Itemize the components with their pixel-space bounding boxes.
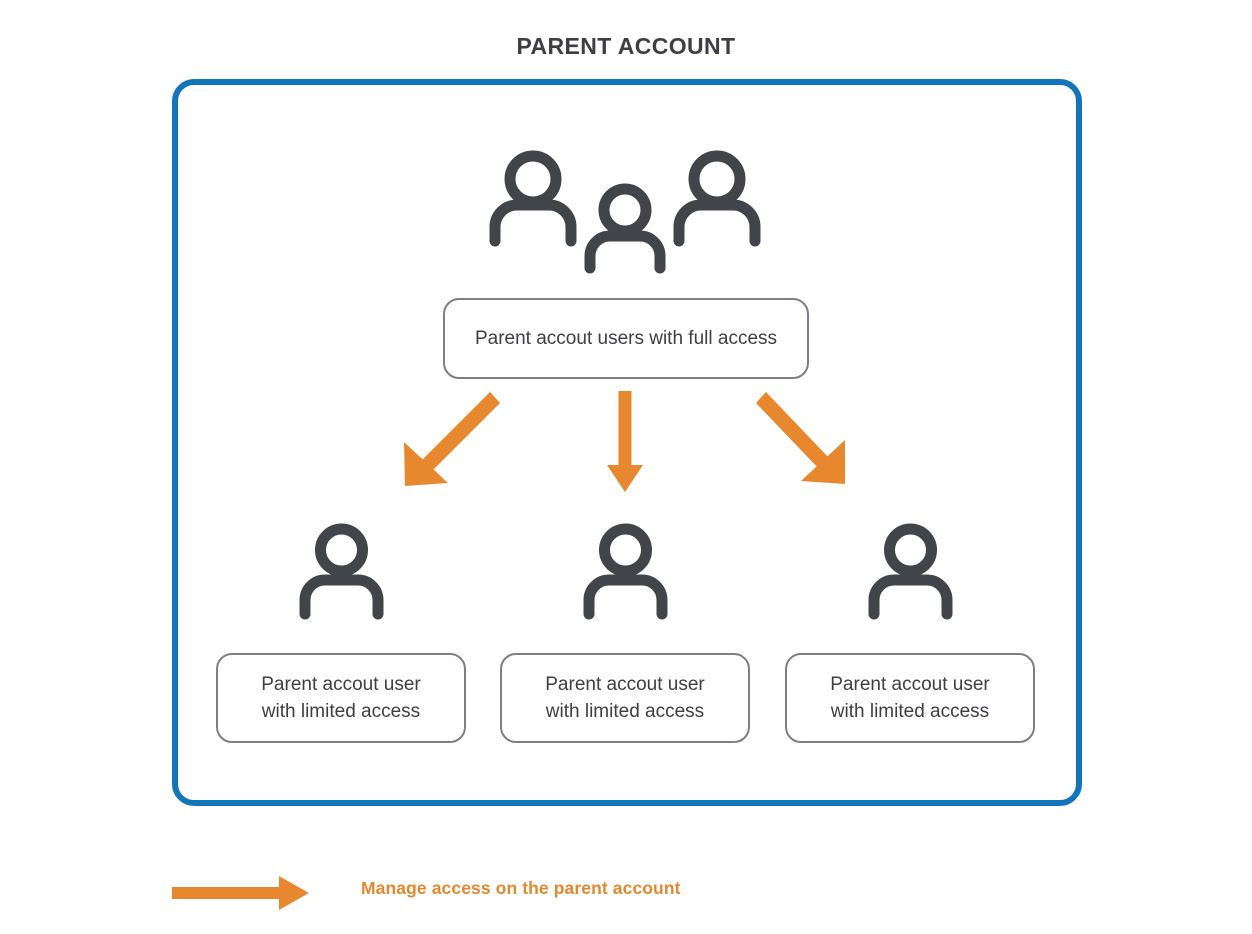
legend-label: Manage access on the parent account: [361, 878, 681, 898]
child-label-box-2: Parent accout user with limited access: [500, 653, 750, 743]
page-title: PARENT ACCOUNT: [516, 33, 736, 59]
child-label-line1: Parent accout user: [261, 674, 421, 695]
child-label-line1: Parent accout user: [830, 674, 990, 695]
child-label-text-3: Parent accout user with limited access: [830, 671, 989, 725]
legend: Manage access on the parent account: [172, 866, 872, 918]
person-icon: [583, 523, 668, 620]
root-label-text: Parent accout users with full access: [474, 327, 778, 349]
arrow-to-child-3: [756, 392, 845, 484]
child-label-text-2: Parent accout user with limited access: [545, 671, 704, 725]
child-label-line2: with limited access: [261, 701, 421, 722]
child-label-line2: with limited access: [545, 701, 705, 722]
person-icon: [299, 523, 384, 620]
child-label-box-1: Parent accout user with limited access: [216, 653, 466, 743]
child-label-text-1: Parent accout user with limited access: [261, 671, 420, 725]
root-label-box: Parent accout users with full access: [443, 298, 809, 379]
arrow-to-child-1: [404, 392, 500, 486]
person-icon: [868, 523, 953, 620]
child-label-box-3: Parent accout user with limited access: [785, 653, 1035, 743]
right-arrow-icon: [172, 876, 309, 910]
child-label-line1: Parent accout user: [545, 674, 705, 695]
child-label-line2: with limited access: [830, 701, 990, 722]
arrow-to-child-2: [607, 391, 643, 492]
group-of-three-people-icon: [489, 150, 761, 274]
